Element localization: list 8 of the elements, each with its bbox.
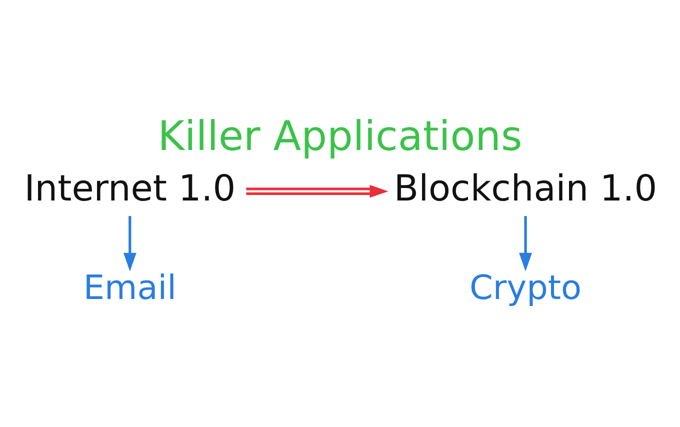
node-text: Email — [83, 268, 176, 308]
arrow — [123, 216, 136, 272]
node-text: Internet 1.0 — [24, 168, 236, 210]
node-text: Blockchain 1.0 — [394, 168, 658, 210]
diagram-title: Killer Applications — [158, 112, 522, 160]
arrow — [246, 184, 388, 198]
node-text: Crypto — [470, 268, 582, 308]
arrow — [519, 216, 532, 272]
